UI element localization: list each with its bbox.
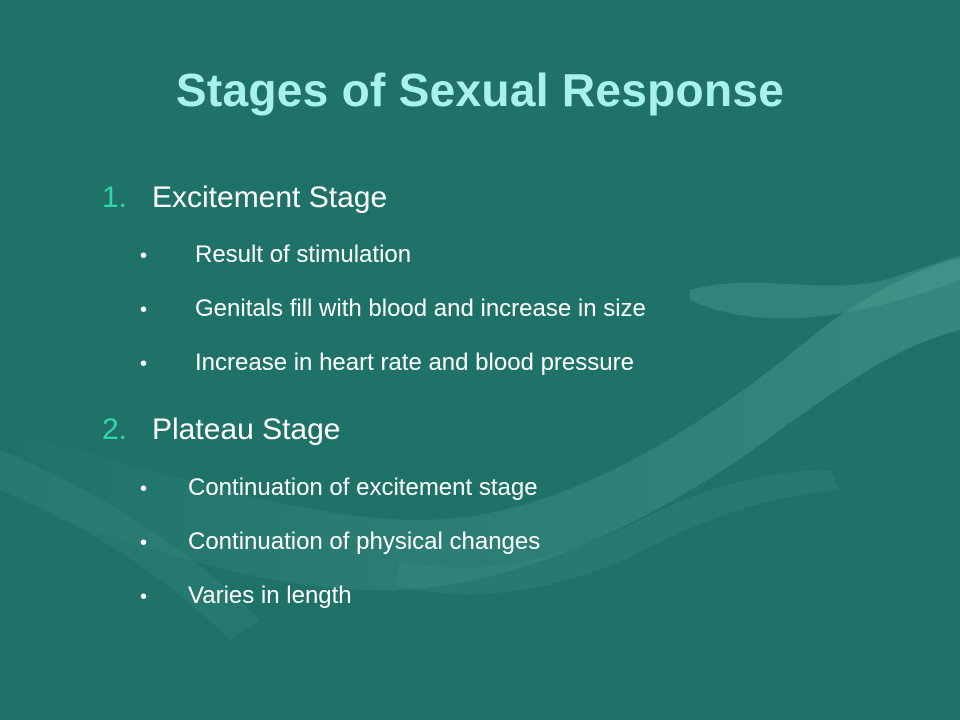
bullet-text: Increase in heart rate and blood pressur… bbox=[195, 349, 634, 376]
bullet-icon: • bbox=[140, 245, 148, 267]
stage-number: 1. bbox=[102, 181, 128, 214]
list-item: • Result of stimulation bbox=[140, 240, 411, 271]
list-item: • Varies in length bbox=[140, 581, 352, 612]
stage-heading-excitement: 1. Excitement Stage bbox=[102, 180, 387, 216]
stage-heading-plateau: 2. Plateau Stage bbox=[102, 412, 340, 448]
bullet-icon: • bbox=[140, 353, 148, 375]
list-item: • Continuation of excitement stage bbox=[140, 473, 538, 504]
stage-heading-label: Plateau Stage bbox=[152, 413, 341, 446]
bullet-icon: • bbox=[140, 586, 148, 608]
bullet-text: Continuation of excitement stage bbox=[188, 474, 538, 501]
bullet-text: Continuation of physical changes bbox=[188, 528, 541, 555]
bullet-text: Result of stimulation bbox=[195, 241, 412, 268]
stage-number: 2. bbox=[102, 413, 128, 446]
bullet-text: Varies in length bbox=[188, 582, 352, 609]
list-item: • Increase in heart rate and blood pressu… bbox=[140, 348, 634, 379]
list-item: • Genitals fill with blood and increase i… bbox=[140, 294, 646, 325]
slide-title: Stages of Sexual Response bbox=[175, 64, 785, 116]
bullet-icon: • bbox=[140, 532, 148, 554]
bullet-icon: • bbox=[140, 478, 148, 500]
bullet-icon: • bbox=[140, 299, 148, 321]
bullet-text: Genitals fill with blood and increase in… bbox=[195, 295, 646, 322]
list-item: • Continuation of physical changes bbox=[140, 527, 540, 558]
stage-heading-label: Excitement Stage bbox=[152, 181, 388, 214]
